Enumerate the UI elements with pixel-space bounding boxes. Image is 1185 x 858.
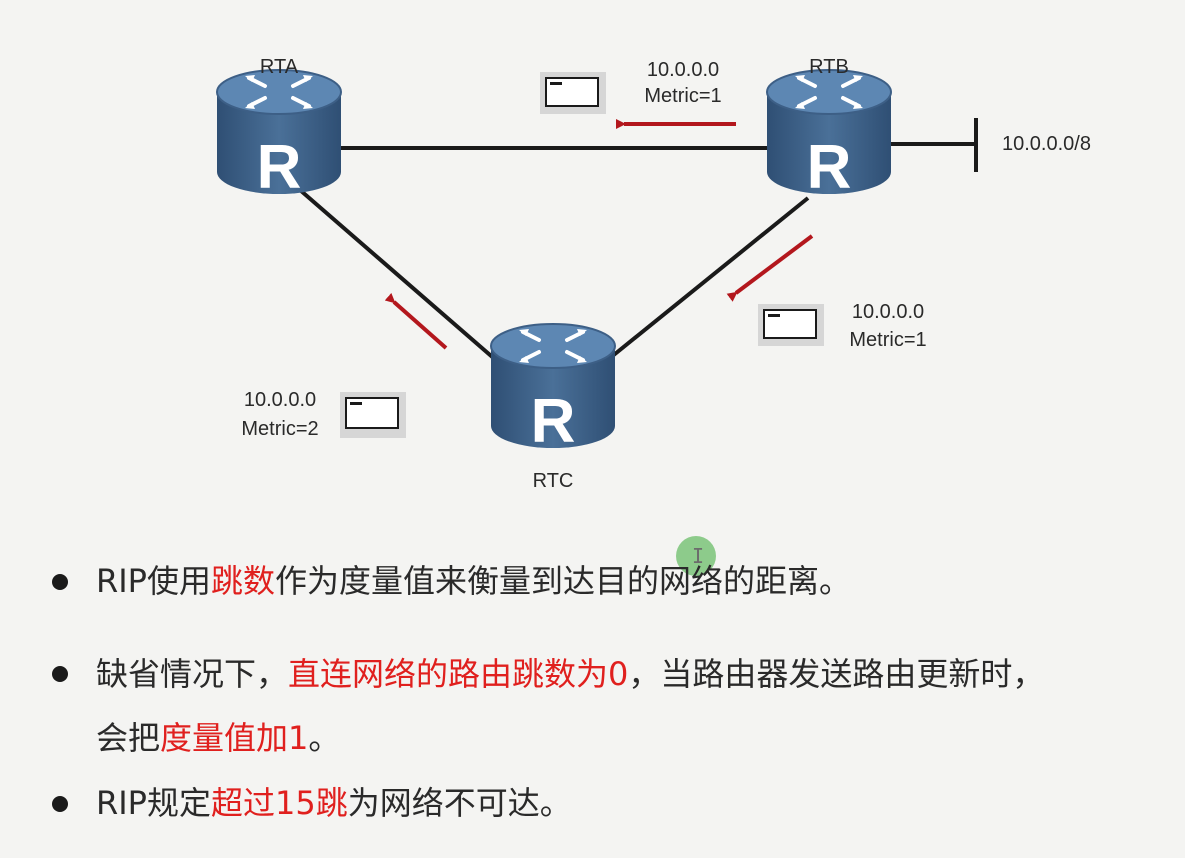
update-arrow-rtb-to-rtc xyxy=(726,234,814,302)
router-glyph: R xyxy=(257,133,302,202)
update-metric: Metric=2 xyxy=(241,418,318,440)
update-packet-1: 10.0.0.0 Metric=1 xyxy=(540,59,722,114)
router-label-rtc: RTC xyxy=(533,470,574,492)
update-network: 10.0.0.0 xyxy=(647,59,719,81)
bullet-dot xyxy=(52,666,68,682)
router-rtc: R xyxy=(489,322,617,456)
bullet-item: RIP规定超过15跳为网络不可达。 xyxy=(48,782,572,824)
update-network: 10.0.0.0 xyxy=(244,389,316,411)
bullet-item: 缺省情况下，直连网络的路由跳数为0，当路由器发送路由更新时， 会把度量值加1。 xyxy=(48,652,1044,760)
router-label-rta: RTA xyxy=(260,56,299,78)
bullet-text-continued: 会把度量值加1。 xyxy=(96,719,341,757)
router-rta: R xyxy=(215,68,343,202)
bullet-item: RIP使用跳数作为度量值来衡量到达目的网络的距离。 xyxy=(48,560,851,602)
update-packet-2: 10.0.0.0 Metric=1 xyxy=(758,301,927,351)
bullet-text: RIP规定超过15跳为网络不可达。 xyxy=(96,784,572,822)
bullet-text: RIP使用跳数作为度量值来衡量到达目的网络的距离。 xyxy=(96,562,852,600)
link-rtb-rtc xyxy=(608,196,810,360)
bullet-text: 缺省情况下，直连网络的路由跳数为0，当路由器发送路由更新时， xyxy=(96,655,1045,693)
router-glyph: R xyxy=(531,387,576,456)
router-glyph: R xyxy=(807,133,852,202)
router-label-rtb: RTB xyxy=(809,56,849,78)
router-rtb: R xyxy=(765,68,893,202)
update-arrow-rtc-to-rta xyxy=(384,292,448,350)
network-label: 10.0.0.0/8 xyxy=(1002,133,1091,155)
bullet-dot xyxy=(52,574,68,590)
link-rta-rtc xyxy=(298,188,507,370)
bullet-dot xyxy=(52,796,68,812)
rip-topology-diagram: 10.0.0.0/8 R RTA R RTB R RTC 10.0.0.0 Me… xyxy=(215,56,1091,492)
update-metric: Metric=1 xyxy=(849,329,926,351)
text-cursor-icon: I xyxy=(676,536,716,576)
update-network: 10.0.0.0 xyxy=(852,301,924,323)
update-packet-3: 10.0.0.0 Metric=2 xyxy=(241,389,406,440)
update-metric: Metric=1 xyxy=(644,85,721,107)
